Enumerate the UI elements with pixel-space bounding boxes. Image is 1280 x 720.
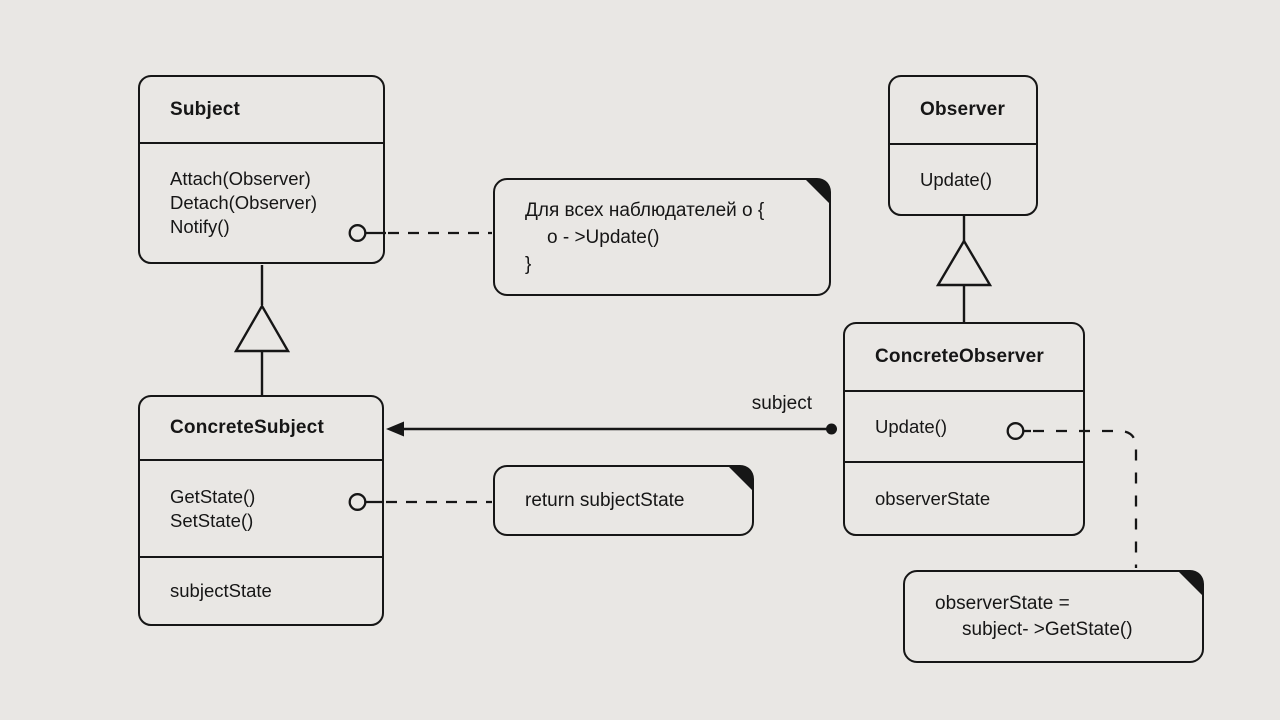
class-box-concrete-observer[interactable]: ConcreteObserver Update() observerState: [843, 322, 1085, 536]
class-title-observer: Observer: [890, 77, 1036, 145]
class-box-observer[interactable]: Observer Update(): [888, 75, 1038, 216]
class-methods-subject: Attach(Observer) Detach(Observer) Notify…: [140, 144, 383, 262]
note-line: observerState =: [935, 592, 1070, 614]
method-attach: Attach(Observer): [170, 168, 311, 189]
inheritance-triangle-icon: [938, 241, 990, 285]
class-attributes-concrete-observer: observerState: [845, 463, 1083, 534]
method-setstate: SetState(): [170, 509, 254, 531]
association-label-subject: subject: [751, 393, 812, 414]
attribute-observerstate: observerState: [875, 487, 991, 509]
arrowhead-icon: [386, 421, 404, 437]
class-title-text: Subject: [170, 98, 241, 120]
method-update: Update(): [920, 168, 992, 190]
method-detach: Detach(Observer): [170, 192, 318, 213]
note-line: Для всех наблюдателей o {: [525, 199, 765, 221]
class-methods-concrete-subject: GetState() SetState(): [140, 461, 382, 558]
note-line: o - >Update(): [547, 226, 660, 248]
association-origin-dot-icon: [826, 423, 837, 435]
method-update: Update(): [875, 415, 947, 437]
method-notify: Notify(): [170, 216, 230, 237]
note-notify-pseudocode[interactable]: Для всех наблюдателей o { o - >Update() …: [493, 178, 831, 296]
note-line: }: [525, 253, 532, 275]
note-line: return subjectState: [525, 490, 685, 511]
class-title-text: ConcreteSubject: [170, 417, 324, 438]
method-getstate: GetState(): [170, 485, 256, 507]
class-methods-observer: Update(): [890, 145, 1036, 214]
inheritance-triangle-icon: [236, 306, 288, 351]
note-update-body[interactable]: observerState = subject- >GetState(): [903, 570, 1204, 663]
note-line: subject- >GetState(): [962, 618, 1133, 640]
class-title-text: ConcreteObserver: [875, 346, 1044, 367]
inheritance-connector-observer[interactable]: [938, 216, 990, 322]
note-getstate-body[interactable]: return subjectState: [493, 465, 754, 536]
class-title-concrete-subject: ConcreteSubject: [140, 397, 382, 461]
association-connector-subject[interactable]: [386, 421, 837, 437]
class-box-subject[interactable]: Subject Attach(Observer) Detach(Observer…: [138, 75, 385, 264]
class-box-concrete-subject[interactable]: ConcreteSubject GetState() SetState() su…: [138, 395, 384, 626]
class-title-text: Observer: [920, 99, 1006, 120]
attribute-subjectstate: subjectState: [170, 580, 272, 601]
class-attributes-concrete-subject: subjectState: [140, 558, 382, 624]
class-methods-concrete-observer: Update(): [845, 392, 1083, 463]
class-title-concrete-observer: ConcreteObserver: [845, 324, 1083, 392]
inheritance-connector-subject[interactable]: [236, 265, 288, 395]
class-title-subject: Subject: [140, 77, 383, 144]
